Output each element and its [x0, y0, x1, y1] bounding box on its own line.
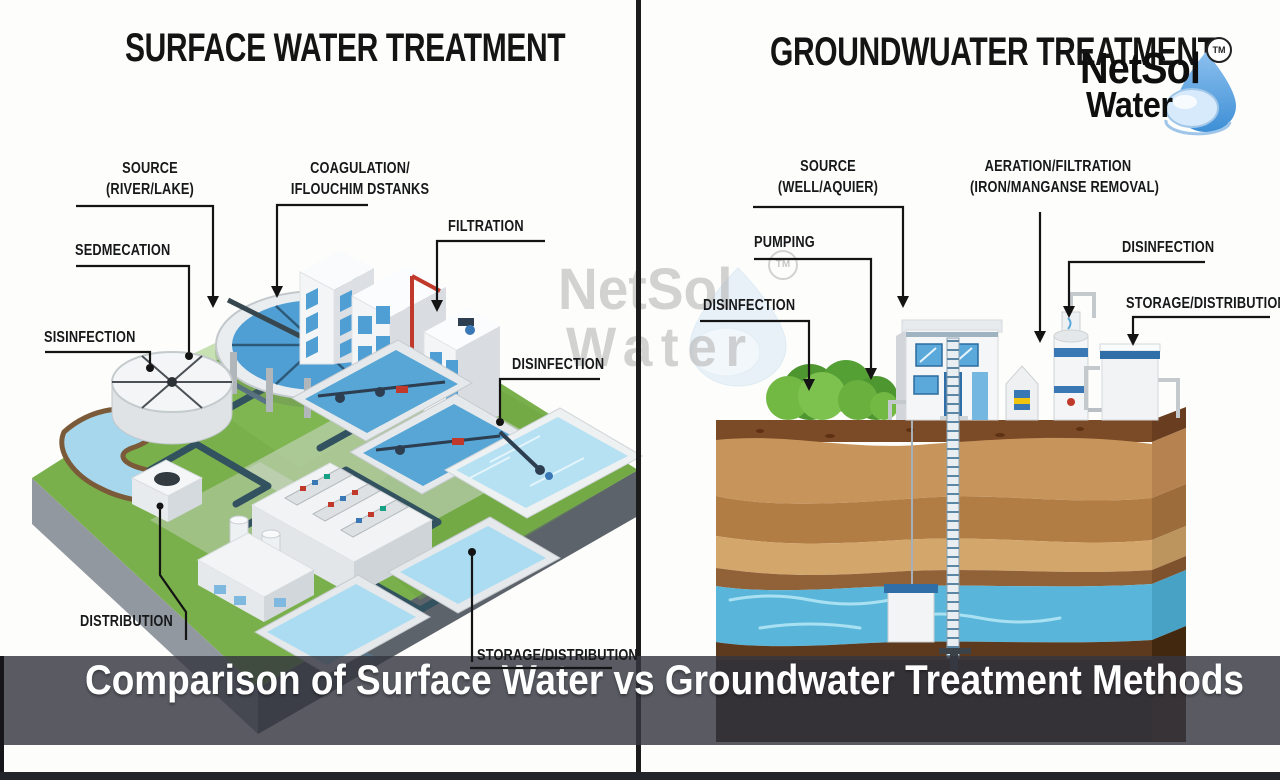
logo-word2: Water: [1086, 84, 1173, 125]
plant-buildings: [299, 250, 500, 423]
right-panel-title: GROUNDWUATER TREATMENT: [770, 30, 1216, 74]
label-source-right: SOURCE (WELL/AQUIER): [777, 158, 879, 196]
bushes: [766, 360, 898, 420]
logo-tm: TM: [1206, 37, 1232, 63]
label-coagulation: COAGULATION/ IFLOUCHIM DSTANKS: [290, 160, 430, 198]
aeration-pools: [290, 339, 530, 495]
left-frame-edge: [0, 656, 4, 772]
watermark-word1: NetSol: [558, 257, 733, 322]
well-assembly: [884, 337, 971, 670]
logo-word1: NetSol: [1080, 44, 1201, 93]
label-aeration: AERATION/FILTRATION (IRON/MANGANSE REMOV…: [970, 158, 1160, 196]
label-distribution: DISTRIBUTION: [80, 613, 173, 630]
label-disinfection-right-b: DISINFECTION: [1122, 239, 1215, 256]
watermark-tm: TM: [768, 250, 798, 280]
panel-divider: [636, 0, 641, 772]
left-panel-title: SURFACE WATER TREATMENT: [125, 26, 566, 70]
chemical-building: [196, 515, 316, 622]
clear-water-pool: [443, 407, 644, 519]
label-disinfection-left-a: SISINFECTION: [44, 329, 136, 346]
label-storage-left: STORAGE/DISTRIBUTION: [477, 647, 638, 664]
intake-structure: [130, 459, 204, 522]
pump-house: [888, 319, 1003, 421]
label-disinfection-right-a: DISINFECTION: [703, 297, 796, 314]
label-source-left: SOURCE (RIVER/LAKE): [106, 160, 194, 198]
label-storage-right: STORAGE/DISTRIBUTION: [1126, 295, 1280, 312]
filter-building: [250, 462, 434, 596]
treatment-shed: [1005, 365, 1039, 421]
caption-title: Comparison of Surface Water vs Groundwat…: [85, 656, 1244, 703]
label-disinfection-left-b: DISINFECTION: [512, 356, 605, 373]
label-filtration: FILTRATION: [448, 218, 524, 235]
label-sedimentation: SEDMECATION: [75, 242, 171, 259]
storage-tank: [1084, 343, 1180, 421]
bottom-frame-bar: [0, 772, 1280, 780]
label-pumping: PUMPING: [754, 234, 815, 251]
caption-banner: Comparison of Surface Water vs Groundwat…: [0, 656, 1280, 745]
